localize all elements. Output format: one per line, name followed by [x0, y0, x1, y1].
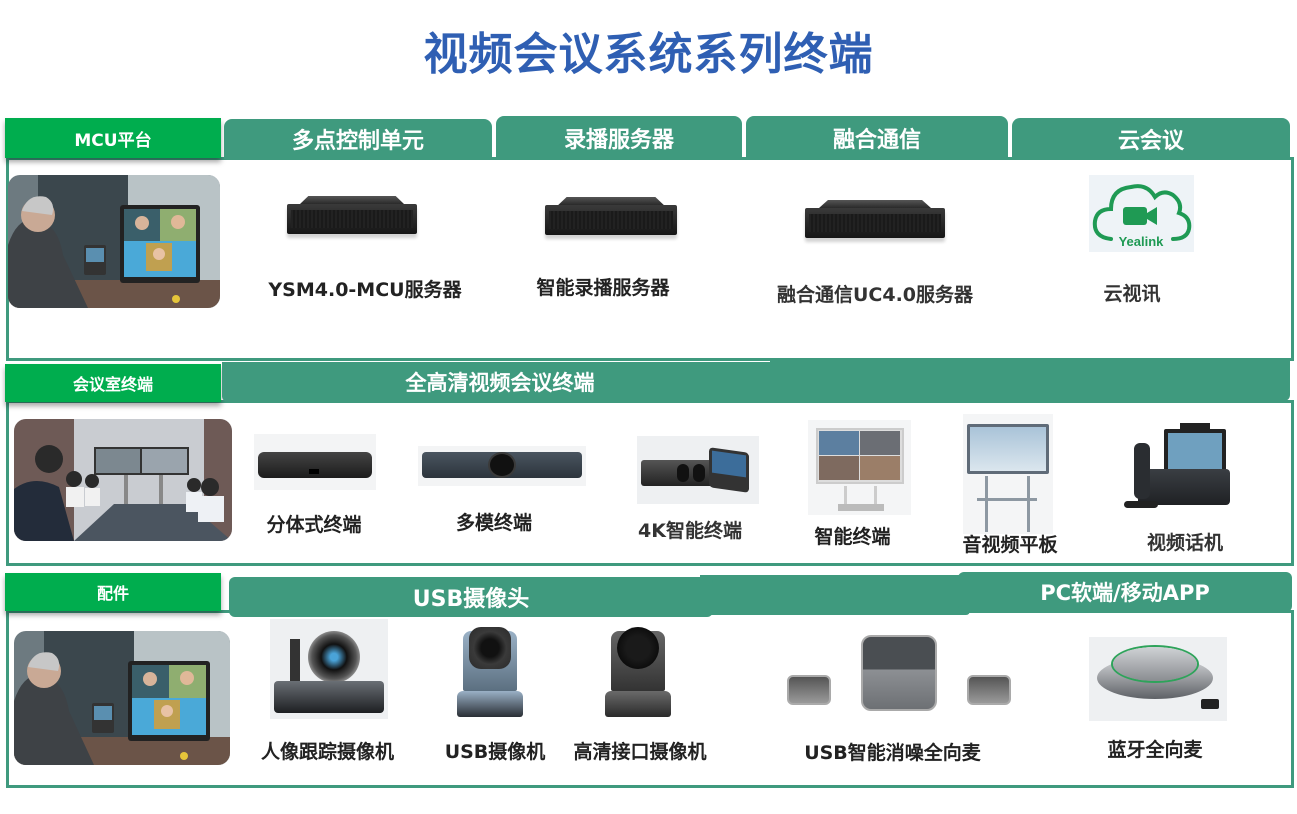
- desktop-display-icon: [808, 420, 911, 515]
- header-cloud-meeting: 云会议: [1012, 118, 1290, 159]
- svg-text:Yealink: Yealink: [1119, 234, 1165, 249]
- conference-room-meeting-photo: [14, 419, 232, 541]
- bluetooth-speakerphone-icon: [1089, 637, 1227, 721]
- header-pc-mobile-app: PC软端/移动APP: [958, 572, 1292, 612]
- product-label: USB摄像机: [444, 741, 546, 763]
- man-at-desktop-video-call-photo: [8, 175, 220, 308]
- ptz-camera-icon: [455, 625, 525, 720]
- header-unified-communication: 融合通信: [746, 116, 1008, 159]
- rack-server-icon: [805, 208, 945, 238]
- video-phone-icon: [1120, 423, 1232, 513]
- man-at-desktop-video-call-photo: [14, 631, 230, 765]
- header-fullhd-terminal: 全高清视频会议终端: [222, 362, 778, 402]
- rack-server-icon: [545, 205, 677, 235]
- video-bar-icon: [418, 446, 586, 486]
- category-tab-mcu: MCU平台: [5, 118, 221, 158]
- header-recording-server: 录播服务器: [496, 116, 742, 159]
- product-label: YSM4.0-MCU服务器: [268, 279, 462, 301]
- product-label: 音视频平板: [962, 534, 1058, 556]
- speakerphone-set-icon: [785, 633, 1015, 713]
- header-multipoint-control: 多点控制单元: [224, 119, 492, 159]
- product-label: 分体式终端: [266, 514, 362, 536]
- header-bar-middle: [700, 575, 970, 615]
- product-label: 融合通信UC4.0服务器: [776, 284, 974, 306]
- category-tab-accessories: 配件: [5, 573, 221, 611]
- product-label: 智能终端: [814, 526, 891, 548]
- ptz-camera-dark-icon: [603, 625, 673, 720]
- codec-box-icon: [254, 434, 376, 490]
- dual-camera-touch-panel-icon: [637, 436, 759, 504]
- product-label: 蓝牙全向麦: [1107, 739, 1203, 761]
- product-label: 智能录播服务器: [536, 277, 670, 299]
- product-label: 多模终端: [455, 512, 532, 534]
- category-tab-meeting-room: 会议室终端: [5, 364, 221, 402]
- product-label: 人像跟踪摄像机: [260, 741, 394, 763]
- product-label: 云视讯: [1103, 283, 1161, 305]
- tracking-camera-icon: [270, 619, 388, 719]
- rack-server-icon: [287, 204, 417, 234]
- interactive-panel-on-stand-icon: [963, 414, 1053, 534]
- header-usb-camera: USB摄像头: [229, 577, 713, 617]
- header-bar-right: [770, 361, 1290, 401]
- page-title: 视频会议系统系列终端: [423, 29, 874, 80]
- product-label: 视频话机: [1146, 532, 1223, 554]
- yealink-cloud-icon: Yealink: [1089, 175, 1194, 252]
- product-label: USB智能消噪全向麦: [804, 742, 981, 764]
- product-label: 高清接口摄像机: [573, 741, 707, 763]
- product-label: 4K智能终端: [638, 520, 742, 542]
